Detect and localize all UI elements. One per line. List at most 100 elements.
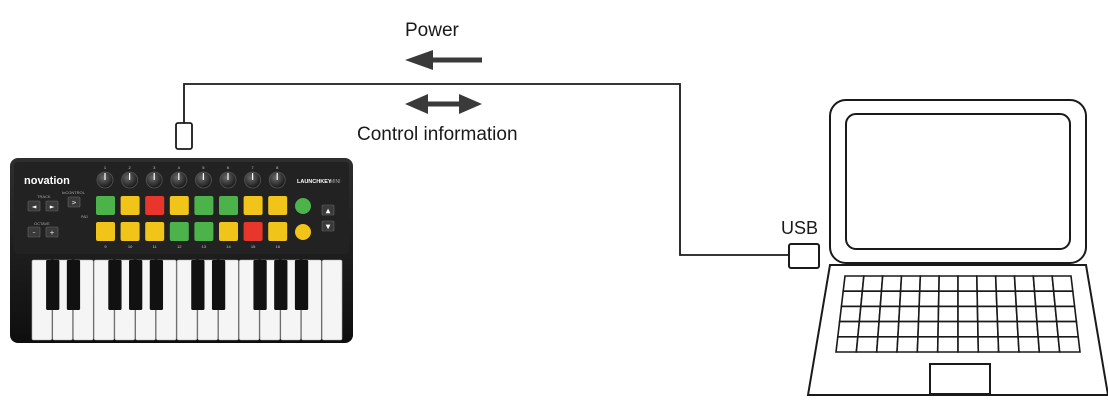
- laptop-key: [957, 335, 980, 353]
- laptop-key: [897, 320, 920, 338]
- pad-number: 12: [177, 244, 182, 249]
- control-button[interactable]: [45, 200, 59, 212]
- laptop-key: [1032, 275, 1055, 293]
- laptop-key: [836, 320, 861, 338]
- pad[interactable]: [243, 222, 263, 241]
- pad[interactable]: [243, 196, 263, 215]
- laptop-key: [996, 320, 1019, 338]
- laptop-key: [937, 320, 959, 338]
- black-key[interactable]: [46, 260, 60, 310]
- button-glyph: >: [71, 200, 76, 207]
- black-key[interactable]: [149, 260, 164, 310]
- button-glyph: –: [33, 230, 36, 237]
- pad[interactable]: [145, 222, 165, 241]
- black-key[interactable]: [108, 260, 122, 310]
- pad[interactable]: [120, 196, 140, 215]
- white-key[interactable]: [321, 259, 343, 341]
- control-button[interactable]: [321, 220, 335, 232]
- usb-plug-icon: [175, 122, 193, 150]
- laptop-key: [1034, 305, 1058, 323]
- black-key[interactable]: [66, 260, 81, 310]
- pad[interactable]: [194, 196, 214, 215]
- pad[interactable]: [219, 222, 238, 241]
- laptop-key: [1016, 320, 1039, 338]
- laptop-key: [1013, 275, 1036, 293]
- knob-number: 4: [178, 165, 181, 170]
- laptop-key: [918, 275, 940, 293]
- black-key[interactable]: [294, 260, 309, 310]
- pad-number: 14: [226, 244, 231, 249]
- control-button[interactable]: [27, 200, 41, 212]
- control-button[interactable]: [45, 226, 59, 238]
- laptop-key: [878, 305, 901, 323]
- round-button[interactable]: [295, 224, 311, 240]
- laptop-screen: [845, 113, 1071, 250]
- round-button[interactable]: [295, 198, 311, 214]
- knob-number: 8: [276, 165, 279, 170]
- power-label: Power: [405, 20, 459, 41]
- laptop-key: [957, 320, 979, 338]
- control-button[interactable]: [27, 226, 41, 238]
- laptop-key: [1052, 290, 1076, 308]
- laptop-key: [859, 290, 883, 308]
- pad[interactable]: [268, 196, 288, 215]
- laptop-key: [957, 275, 978, 293]
- black-key[interactable]: [191, 260, 205, 310]
- laptop-key: [936, 335, 959, 353]
- pad[interactable]: [169, 196, 189, 215]
- laptop-key: [1055, 320, 1080, 338]
- laptop-key: [957, 305, 979, 323]
- laptop-key: [1037, 335, 1061, 353]
- pad[interactable]: [96, 196, 115, 215]
- brand-logo: novation: [24, 175, 70, 187]
- pad[interactable]: [268, 222, 288, 241]
- laptop-key: [938, 275, 959, 293]
- black-key[interactable]: [211, 260, 226, 310]
- pad-number: 9: [104, 244, 107, 249]
- laptop-key: [1051, 275, 1074, 293]
- button-glyph: +: [49, 230, 54, 237]
- laptop-key: [1054, 305, 1078, 323]
- control-button[interactable]: [67, 196, 81, 208]
- pad-number: 10: [128, 244, 133, 249]
- pad[interactable]: [96, 222, 115, 241]
- laptop-key: [976, 320, 999, 338]
- button-glyph: ◄: [32, 204, 37, 211]
- laptop-key: [976, 305, 999, 323]
- laptop-key: [899, 275, 922, 293]
- laptop-key: [855, 335, 879, 353]
- laptop-key: [835, 335, 859, 353]
- button-glyph: ▼: [326, 224, 331, 231]
- laptop-key: [842, 275, 865, 293]
- black-key[interactable]: [253, 260, 267, 310]
- usb-cable: [175, 83, 790, 256]
- pad[interactable]: [145, 196, 165, 215]
- incontrol-label: InCONTROL: [62, 190, 86, 195]
- laptop-key: [1036, 320, 1060, 338]
- black-key[interactable]: [129, 260, 143, 310]
- pad-number: 16: [275, 244, 280, 249]
- laptop-key: [858, 305, 882, 323]
- octave-label: OCTAVE: [34, 221, 50, 226]
- laptop-key: [994, 275, 1017, 293]
- black-key[interactable]: [274, 260, 288, 310]
- laptop-key: [880, 275, 903, 293]
- knob-number: 1: [104, 165, 107, 170]
- laptop-key: [916, 335, 939, 353]
- laptop-key: [856, 320, 880, 338]
- knob-number: 3: [153, 165, 156, 170]
- laptop-key: [897, 305, 920, 323]
- track-label: TRACK: [37, 194, 51, 199]
- control-information-label: Control information: [357, 124, 518, 145]
- pad[interactable]: [194, 222, 214, 241]
- pad-channel-label: PAD: [81, 215, 88, 219]
- pad[interactable]: [120, 222, 140, 241]
- pad[interactable]: [219, 196, 238, 215]
- pad[interactable]: [169, 222, 189, 241]
- midi-controller: novation LAUNCHKEY MINI InCONTROL TRACK …: [10, 158, 353, 343]
- button-glyph: ►: [50, 204, 55, 211]
- laptop-key: [937, 305, 959, 323]
- control-button[interactable]: [321, 204, 335, 216]
- laptop-key: [1015, 305, 1038, 323]
